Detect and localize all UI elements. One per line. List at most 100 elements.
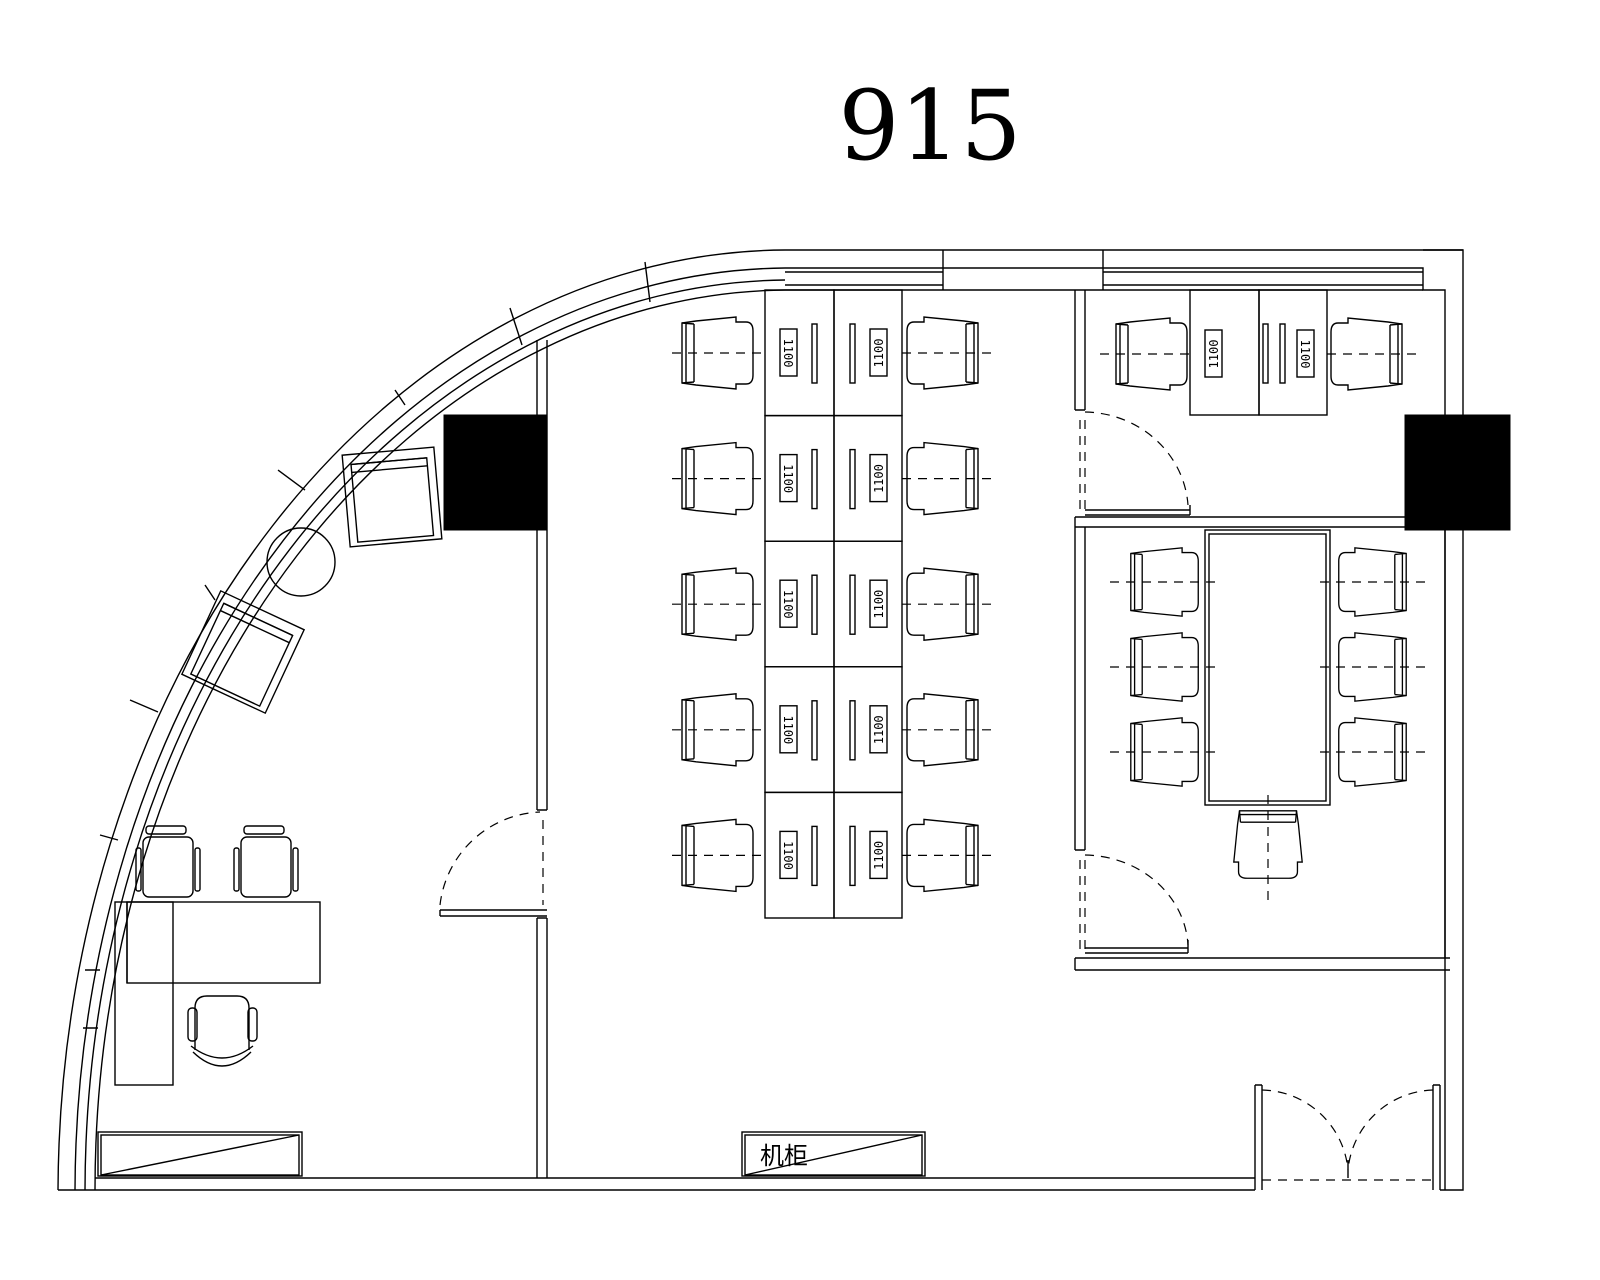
chair-outline <box>906 693 979 767</box>
workstation-desk <box>764 414 835 542</box>
chair-arm <box>292 847 299 892</box>
desk-label-box <box>779 830 798 880</box>
workstation-desk <box>764 666 835 794</box>
workstation-desk <box>764 540 835 668</box>
workstation-desk <box>833 540 903 668</box>
chair-arm <box>135 847 142 892</box>
desk-dimension-label: 1100 <box>781 590 795 619</box>
chair-outline <box>1130 547 1199 617</box>
desk-label-box <box>869 453 888 503</box>
chair-outline <box>681 441 754 516</box>
chair-arm <box>187 1007 198 1042</box>
workstation-desk <box>833 791 903 919</box>
desk-label-box <box>869 705 888 754</box>
desk-label-box <box>779 328 798 377</box>
chair <box>906 441 979 516</box>
room-number-title: 915 <box>838 70 1022 182</box>
desk-dimension-label: 1100 <box>781 841 795 870</box>
chair-outline <box>1115 317 1188 391</box>
chair <box>906 693 979 767</box>
chair-back <box>965 824 979 887</box>
chair-outline <box>681 567 754 641</box>
desk-dimension-label: 1100 <box>872 841 886 870</box>
partition-wall-left <box>439 340 548 1178</box>
desk-dimension-label: 1100 <box>872 590 886 619</box>
chair <box>681 441 754 516</box>
chair <box>681 693 754 767</box>
entrance-double-door <box>1254 1084 1441 1190</box>
desk-label-box <box>869 579 888 628</box>
chair-outline <box>1338 632 1407 702</box>
chair-back <box>681 573 695 635</box>
chair-back <box>145 825 187 835</box>
monitor <box>811 323 818 384</box>
desk-dimension-label: 1100 <box>1207 340 1221 369</box>
server-cabinet: 机柜 <box>741 1131 926 1177</box>
chair-outline <box>906 567 979 641</box>
monitor <box>849 574 856 635</box>
guest-chair <box>135 825 201 898</box>
monitor <box>811 574 818 635</box>
chair-back <box>681 824 695 887</box>
chair-back <box>681 322 695 384</box>
chair-back <box>965 573 979 635</box>
chair <box>681 818 754 893</box>
armchair-frame <box>341 446 443 548</box>
desk-label-box <box>779 705 798 754</box>
desk-label-box <box>1204 329 1223 378</box>
desk-label-box <box>779 579 798 628</box>
chair-outline <box>681 818 754 893</box>
monitor <box>849 323 856 384</box>
partition-walls-right <box>1074 290 1450 971</box>
chair-back <box>1389 323 1403 385</box>
chair <box>681 567 754 641</box>
monitor <box>849 825 856 887</box>
manager-desk <box>114 901 321 1086</box>
chair-seat <box>194 995 250 1050</box>
office-desk <box>1189 289 1260 416</box>
armchair-back <box>220 602 293 644</box>
chair-outline <box>906 441 979 516</box>
chair-arm <box>247 1007 258 1042</box>
chair-seat <box>240 836 292 898</box>
workstation-desk <box>764 791 835 919</box>
chair-back <box>1115 323 1129 385</box>
lounge-armchair <box>180 589 306 715</box>
monitor <box>849 700 856 761</box>
chair-back <box>965 322 979 384</box>
chair-arm <box>194 847 201 892</box>
desk-dimension-label: 1100 <box>872 715 886 744</box>
guest-chair <box>233 825 299 898</box>
monitor <box>1279 323 1286 384</box>
desk-dimension-label: 1100 <box>781 339 795 368</box>
chair <box>906 567 979 641</box>
desk-label-box <box>779 453 798 503</box>
chair-outline <box>1338 547 1407 617</box>
lounge-armchair <box>341 446 443 548</box>
monitor <box>811 448 818 510</box>
desk-label-box <box>1296 329 1315 378</box>
chair-outline <box>1130 717 1199 787</box>
structural-column-right <box>1404 414 1511 531</box>
workstation-desk <box>764 289 835 417</box>
structural-column-left <box>443 414 548 531</box>
manager-chair <box>187 995 258 1067</box>
desk-dimension-label: 1100 <box>1298 340 1312 369</box>
workstation-desk <box>833 666 903 794</box>
armchair-seat <box>350 457 435 543</box>
chair-outline <box>681 693 754 767</box>
chair-outline <box>1130 632 1199 702</box>
desk-dimension-label: 1100 <box>872 464 886 493</box>
chair-arm <box>233 847 240 892</box>
desk-label-box <box>869 830 888 880</box>
desk-dimension-label: 1100 <box>872 339 886 368</box>
armchair-frame <box>180 589 306 715</box>
chair <box>906 818 979 893</box>
outer-walls <box>57 249 1464 1191</box>
monitor <box>811 825 818 887</box>
chair <box>1115 317 1188 391</box>
desk-dimension-label: 1100 <box>781 464 795 493</box>
